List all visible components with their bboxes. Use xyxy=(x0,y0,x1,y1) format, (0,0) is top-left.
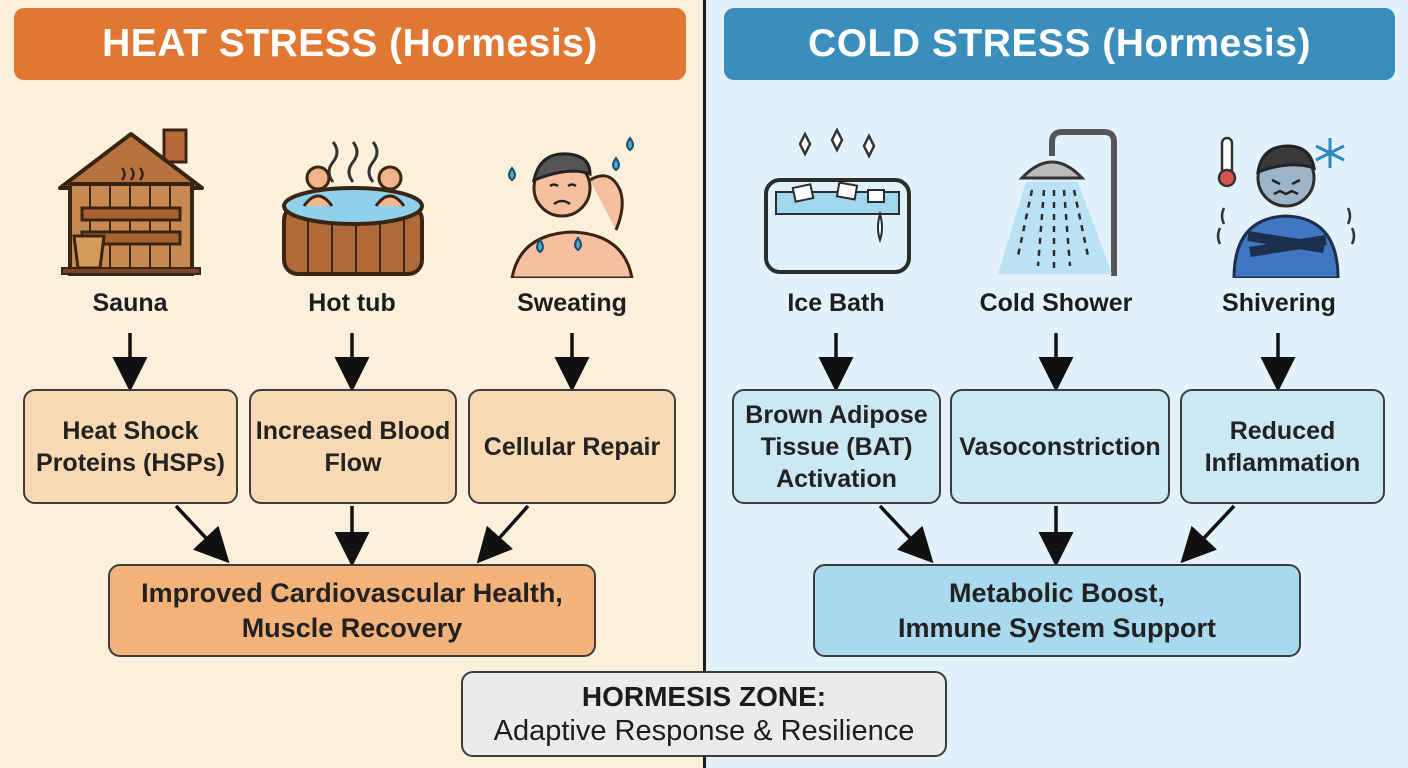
cold-outcome-line-2: Immune System Support xyxy=(897,612,1217,643)
effect-box-brown-adipose-tissue: Brown Adipose Tissue (BAT) Activation xyxy=(732,389,941,504)
source-label-sauna: Sauna xyxy=(92,289,168,317)
shower-icon xyxy=(992,128,1132,278)
cold-outcome-box: Metabolic Boost, Immune System Support xyxy=(813,564,1301,657)
heat-outcome-box: Improved Cardiovascular Health, Muscle R… xyxy=(108,564,596,657)
hormesis-zone-box: HORMESIS ZONE: Adaptive Response & Resil… xyxy=(461,671,947,757)
sauna-icon xyxy=(56,128,206,278)
hormesis-zone-subtitle: Adaptive Response & Resilience xyxy=(493,715,915,747)
cold-stress-banner: COLD STRESS (Hormesis) xyxy=(724,8,1395,80)
hot-tub-icon xyxy=(278,128,428,278)
cold-outcome-line-1: Metabolic Boost, xyxy=(948,577,1165,608)
effect-box-reduced-inflammation: Reduced Inflammation xyxy=(1180,389,1385,504)
source-label-ice-bath: Ice Bath xyxy=(787,289,885,317)
sweating-person-icon xyxy=(498,128,648,278)
source-label-sweating: Sweating xyxy=(517,289,627,317)
source-label-cold-shower: Cold Shower xyxy=(979,289,1133,317)
source-label-shivering: Shivering xyxy=(1222,289,1336,317)
heat-stress-banner: HEAT STRESS (Hormesis) xyxy=(14,8,686,80)
heat-outcome-line-1: Improved Cardiovascular Health, xyxy=(141,577,563,608)
panel-divider xyxy=(703,0,706,768)
heat-outcome-line-2: Muscle Recovery xyxy=(241,612,463,643)
shivering-person-icon xyxy=(1212,128,1362,278)
hormesis-zone-title: HORMESIS ZONE: xyxy=(581,681,827,712)
effect-box-cellular-repair: Cellular Repair xyxy=(468,389,676,504)
effect-box-heat-shock-proteins: Heat Shock Proteins (HSPs) xyxy=(23,389,238,504)
effect-box-vasoconstriction: Vasoconstriction xyxy=(950,389,1170,504)
ice-bath-icon xyxy=(760,128,915,278)
source-label-hot-tub: Hot tub xyxy=(308,289,396,317)
effect-box-increased-blood-flow: Increased Blood Flow xyxy=(249,389,457,504)
